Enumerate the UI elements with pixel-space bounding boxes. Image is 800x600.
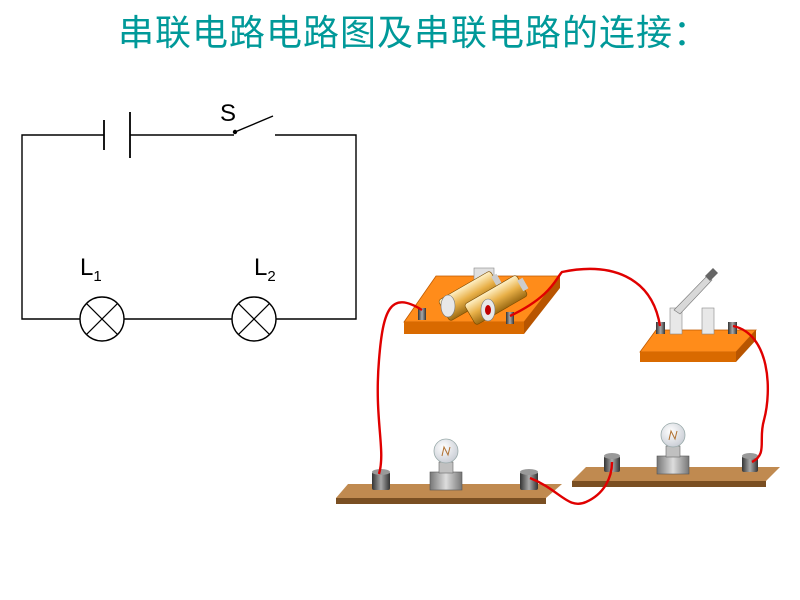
lamp-1-label: L1 [80, 254, 102, 285]
physical-wire [376, 301, 423, 475]
slide-title: 串联电路电路图及串联电路的连接： [118, 13, 711, 54]
physical-wire [529, 461, 614, 505]
battery-symbol [103, 112, 131, 158]
knife-switch-icon [639, 268, 757, 362]
lamp-1-symbol [79, 296, 125, 342]
lamp-2-symbol [231, 296, 277, 342]
schematic-wire [21, 134, 104, 320]
wood-board-1 [336, 484, 562, 504]
physical-wire [732, 324, 769, 464]
terminal-post [742, 453, 758, 472]
terminal-post [520, 469, 538, 490]
circuit-schematic: S L1 L2 [21, 100, 357, 342]
physical-circuit [336, 267, 780, 505]
switch-label: S [220, 100, 236, 127]
physical-wire [509, 267, 662, 327]
switch-symbol [232, 115, 274, 135]
schematic-wire [275, 134, 357, 320]
terminal-post [372, 469, 390, 490]
bulb-1-icon [429, 438, 463, 491]
lamp-2-label: L2 [254, 254, 276, 285]
bulb-2-icon [656, 422, 690, 475]
